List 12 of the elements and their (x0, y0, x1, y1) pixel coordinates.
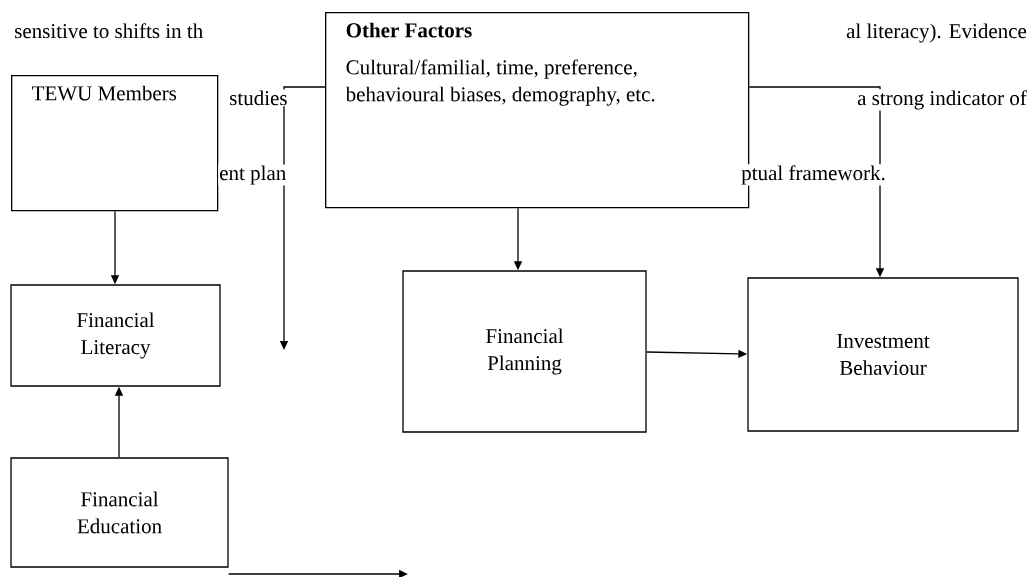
body-text: ptual framework. (740, 164, 887, 186)
body-text: al literacy). Evidence (845, 22, 1028, 44)
process-box: Financial Education (10, 457, 229, 568)
process-box: Financial Literacy (10, 284, 221, 387)
process-box: TEWU Members (11, 75, 219, 212)
body-text: sensitive to shifts in th (13, 22, 205, 40)
process-box: Investment Behaviour (747, 277, 1019, 432)
body-text: studies (228, 89, 289, 107)
body-text: a strong indicator of (856, 89, 1028, 111)
arrow (228, 569, 408, 577)
process-box: Financial Planning (402, 270, 647, 433)
body-text: ent plan (218, 164, 288, 186)
